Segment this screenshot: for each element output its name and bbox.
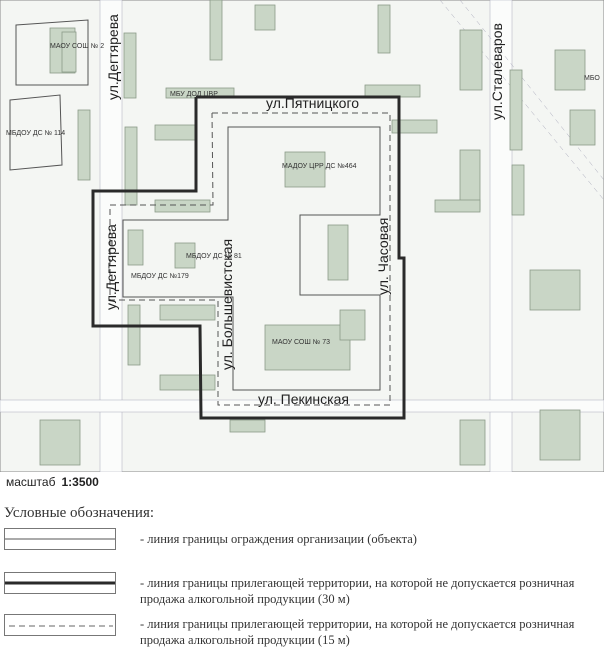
street-pekinskaya: ул. Пекинская bbox=[258, 391, 349, 407]
roads bbox=[0, 0, 604, 472]
buildings bbox=[39, 0, 596, 466]
legend-swatch-15m bbox=[4, 614, 116, 636]
scale-label: масштаб bbox=[6, 475, 56, 489]
street-degtyareva-bottom: ул.Дегтярева bbox=[103, 224, 119, 310]
street-labels: ул.Дегтярева ул.Дегтярева ул.Пятницкого … bbox=[103, 14, 505, 407]
legend-title: Условные обозначения: bbox=[4, 505, 155, 521]
street-degtyareva-top: ул.Дегтярева bbox=[105, 14, 121, 100]
organization-labels: МАОУ СОШ № 2 МБУ ДОД ЦВР МБДОУ ДС № 114 … bbox=[6, 43, 600, 346]
label-mbo: МБО bbox=[584, 75, 600, 82]
street-bolshevistskaya: ул. Большевистская bbox=[219, 239, 235, 370]
map-scale: масштаб 1:3500 bbox=[6, 475, 99, 489]
label-ds114: МБДОУ ДС № 114 bbox=[6, 130, 65, 137]
label-ds179: МБДОУ ДС №179 bbox=[131, 273, 189, 280]
boundary-15m bbox=[109, 112, 391, 406]
label-school73: МАОУ СОШ № 73 bbox=[272, 339, 330, 346]
fence-lines bbox=[9, 19, 381, 391]
street-chasovaya: ул. Часовая bbox=[375, 218, 391, 295]
street-stalevarov: ул.Сталеваров bbox=[489, 23, 505, 120]
label-ds464: МАДОУ ЦРР ДС №464 bbox=[282, 163, 357, 170]
legend-text-30m: - линия границы прилегающей территории, … bbox=[140, 576, 575, 606]
map: ул.Дегтярева ул.Дегтярева ул.Пятницкого … bbox=[0, 0, 604, 472]
legend-swatch-fence bbox=[4, 528, 116, 550]
boundary-30m bbox=[91, 95, 406, 420]
label-school2: МАОУ СОШ № 2 bbox=[50, 43, 104, 50]
scale-value: 1:3500 bbox=[61, 475, 99, 489]
legend-swatch-30m bbox=[4, 572, 116, 594]
legend-text-fence: - линия границы ограждения организации (… bbox=[140, 532, 417, 546]
legend-text-15m: - линия границы прилегающей территории, … bbox=[140, 617, 575, 647]
label-cvr: МБУ ДОД ЦВР bbox=[170, 91, 218, 98]
street-pyatnitskogo: ул.Пятницкого bbox=[266, 95, 359, 111]
label-ds81: МБДОУ ДС № 81 bbox=[186, 253, 242, 260]
